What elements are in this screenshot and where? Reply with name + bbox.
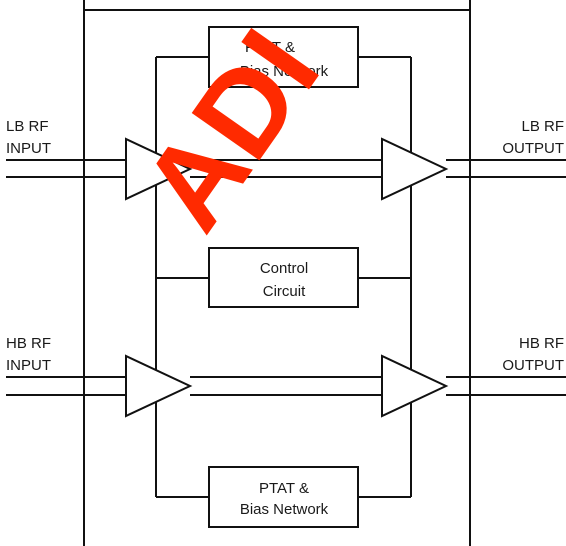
bias-top-label-line1: PTAT & — [245, 39, 295, 56]
lb-output-amplifier — [381, 137, 449, 201]
package-outline — [83, 0, 471, 546]
hb-output-label-line2: OUTPUT — [502, 357, 564, 374]
hb-output-amplifier — [381, 354, 449, 418]
bias-network-top-block — [208, 26, 359, 88]
lb-output-label-line1: LB RF — [521, 118, 564, 135]
bias-bottom-label-line1: PTAT & — [259, 480, 309, 497]
lb-output-label-line2: OUTPUT — [502, 140, 564, 157]
lb-input-label-line1: LB RF — [6, 118, 49, 135]
bias-network-bottom-block — [208, 466, 359, 528]
bias-top-label-line2: Bias Network — [240, 63, 329, 80]
bias-bottom-label-line2: Bias Network — [240, 501, 329, 518]
hb-input-amplifier — [125, 354, 193, 418]
control-label-line1: Control — [260, 260, 308, 277]
hb-input-label-line1: HB RF — [6, 335, 51, 352]
lb-input-amplifier — [125, 137, 193, 201]
hb-output-label-line1: HB RF — [519, 335, 564, 352]
control-label-line2: Circuit — [263, 283, 306, 300]
lb-input-label-line2: INPUT — [6, 140, 51, 157]
lb-signal-lines — [6, 159, 566, 178]
hb-signal-lines — [6, 376, 566, 396]
hb-input-label-line2: INPUT — [6, 357, 51, 374]
control-circuit-block — [208, 247, 359, 308]
inner-rails — [155, 56, 412, 498]
